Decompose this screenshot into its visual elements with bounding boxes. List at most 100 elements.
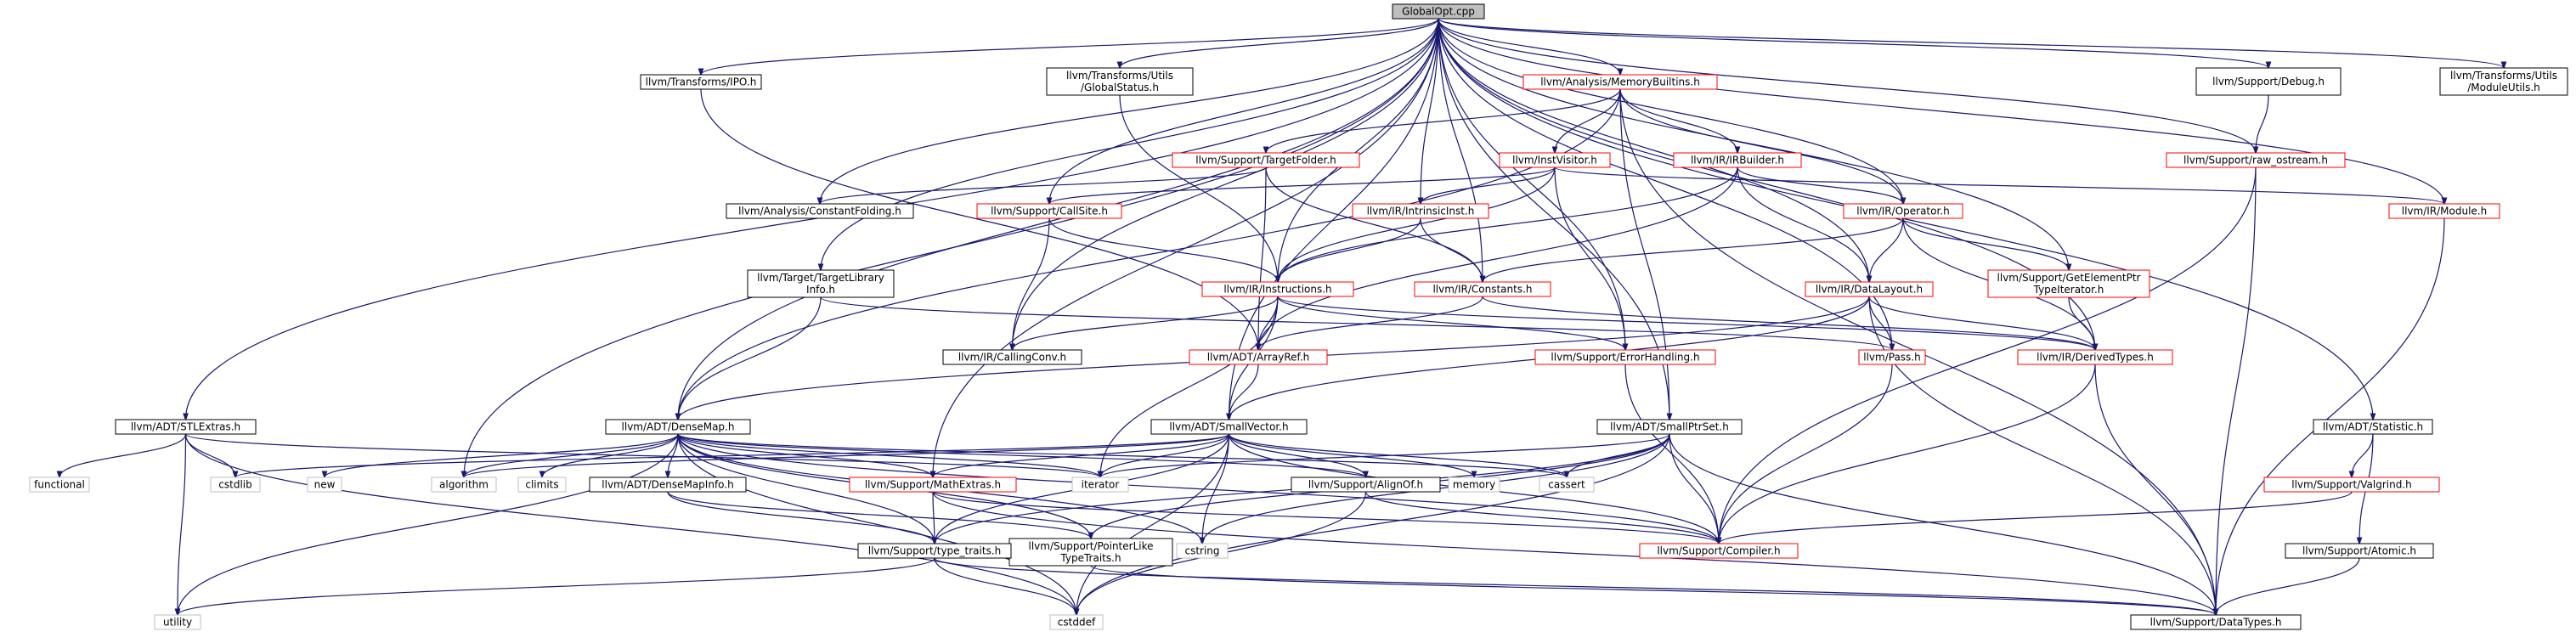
node-rawostream[interactable]: llvm/Support/raw_ostream.h bbox=[2166, 152, 2346, 168]
edge-getelementptr-to-derivedtypes bbox=[2068, 296, 2095, 350]
edges-layer bbox=[59, 18, 2504, 615]
edge-root-to-algorithm bbox=[464, 18, 1439, 477]
node-callingconv[interactable]: llvm/IR/CallingConv.h bbox=[942, 349, 1082, 365]
edge-instvisitor-to-instructions bbox=[1278, 166, 1556, 282]
node-label-module: llvm/IR/Module.h bbox=[2402, 206, 2487, 217]
node-box-moduleutils bbox=[2439, 67, 2568, 96]
edge-root-to-callingconv bbox=[1013, 18, 1439, 350]
node-box-iterator bbox=[1071, 477, 1129, 493]
node-constantfolding[interactable]: llvm/Analysis/ConstantFolding.h bbox=[726, 203, 914, 219]
node-arrayref[interactable]: llvm/ADT/ArrayRef.h bbox=[1189, 349, 1328, 365]
edge-densemap-to-new bbox=[325, 433, 679, 477]
edge-stlextras-to-cstdlib bbox=[184, 433, 236, 477]
edge-densemap-to-mathextras bbox=[677, 433, 933, 477]
node-datatypes[interactable]: llvm/Support/DataTypes.h bbox=[2130, 614, 2302, 630]
edge-root-to-constants bbox=[1438, 18, 1483, 282]
node-statistic[interactable]: llvm/ADT/Statistic.h bbox=[2313, 419, 2433, 435]
node-pass[interactable]: llvm/Pass.h bbox=[1858, 349, 1926, 365]
node-label-callsite: llvm/Support/CallSite.h bbox=[991, 206, 1108, 217]
node-globalstatus[interactable]: llvm/Transforms/Utils/GlobalStatus.h bbox=[1046, 67, 1194, 96]
node-instvisitor[interactable]: llvm/InstVisitor.h bbox=[1499, 152, 1611, 168]
edge-root-to-stlextras bbox=[186, 18, 1439, 420]
edge-globalstatus-to-instructions bbox=[1119, 94, 1278, 282]
edge-root-to-callsite bbox=[1049, 18, 1439, 204]
node-box-cassert bbox=[1539, 477, 1595, 493]
node-box-smallvector bbox=[1150, 419, 1308, 435]
node-intrinsicinst[interactable]: llvm/IR/IntrinsicInst.h bbox=[1352, 203, 1489, 219]
edge-densemap-to-iterator bbox=[677, 433, 1100, 477]
node-box-functional bbox=[29, 477, 90, 493]
node-box-mathextras bbox=[849, 477, 1017, 493]
edge-smallvector-to-cstddef bbox=[1076, 433, 1230, 615]
node-label-derivedtypes: llvm/IR/DerivedTypes.h bbox=[2037, 352, 2154, 364]
node-label-functional: functional bbox=[34, 479, 85, 491]
node-smallptrset[interactable]: llvm/ADT/SmallPtrSet.h bbox=[1596, 419, 1743, 435]
node-label-alignof: llvm/Support/AlignOf.h bbox=[1308, 479, 1423, 491]
edge-derivedtypes-to-compiler bbox=[1719, 364, 2096, 544]
edge-constants-to-derivedtypes bbox=[1482, 296, 2095, 350]
node-derivedtypes[interactable]: llvm/IR/DerivedTypes.h bbox=[2017, 349, 2173, 365]
edge-root-to-operator bbox=[1438, 18, 1903, 204]
node-densemapinfo[interactable]: llvm/ADT/DenseMapInfo.h bbox=[589, 477, 747, 493]
node-label-getelementptr-line-2: TypeIterator.h bbox=[2033, 284, 2104, 296]
edge-root-to-targetlibraryinfo bbox=[821, 18, 1439, 270]
edge-targetfolder-to-constants bbox=[1265, 166, 1483, 282]
node-typetraits[interactable]: llvm/Support/type_traits.h bbox=[857, 543, 1012, 559]
node-label-rawostream: llvm/Support/raw_ostream.h bbox=[2183, 155, 2328, 166]
node-mathextras[interactable]: llvm/Support/MathExtras.h bbox=[849, 477, 1017, 493]
node-densemap[interactable]: llvm/ADT/DenseMap.h bbox=[605, 419, 751, 435]
node-alignof[interactable]: llvm/Support/AlignOf.h bbox=[1291, 477, 1441, 493]
edge-irbuilder-to-operator bbox=[1737, 166, 1903, 204]
edge-stlextras-to-cstddef bbox=[184, 433, 1077, 615]
node-box-cstddef bbox=[1049, 614, 1104, 630]
node-stlextras[interactable]: llvm/ADT/STLExtras.h bbox=[115, 419, 257, 435]
node-memorybuiltins[interactable]: llvm/Analysis/MemoryBuiltins.h bbox=[1522, 74, 1718, 90]
node-label-climits: climits bbox=[525, 479, 558, 491]
node-label-operator: llvm/IR/Operator.h bbox=[1856, 206, 1949, 217]
edge-targetlibraryinfo-to-densemap bbox=[678, 296, 822, 420]
node-callsite[interactable]: llvm/Support/CallSite.h bbox=[976, 203, 1122, 219]
node-box-globalstatus bbox=[1046, 67, 1194, 96]
edge-operator-to-constants bbox=[1483, 217, 1904, 282]
node-instructions[interactable]: llvm/IR/Instructions.h bbox=[1201, 281, 1354, 297]
edge-memorybuiltins-to-targetfolder bbox=[1266, 88, 1621, 153]
node-label-cstddef: cstddef bbox=[1058, 617, 1096, 629]
edge-root-to-densemap bbox=[678, 18, 1439, 420]
node-smallvector[interactable]: llvm/ADT/SmallVector.h bbox=[1150, 419, 1308, 435]
node-atomic[interactable]: llvm/Support/Atomic.h bbox=[2285, 543, 2434, 559]
node-module[interactable]: llvm/IR/Module.h bbox=[2388, 203, 2500, 219]
node-label-typetraits: llvm/Support/type_traits.h bbox=[868, 545, 1002, 557]
edge-irbuilder-to-arrayref bbox=[1258, 166, 1738, 350]
node-root: GlobalOpt.cpp bbox=[1392, 3, 1485, 20]
node-label-instvisitor: llvm/InstVisitor.h bbox=[1512, 155, 1597, 166]
node-label-pointerlike-line-1: llvm/Support/PointerLike bbox=[1028, 540, 1153, 552]
node-operator[interactable]: llvm/IR/Operator.h bbox=[1843, 203, 1963, 219]
edge-statistic-to-valgrind bbox=[2352, 433, 2374, 477]
edge-debug-to-rawostream bbox=[2256, 94, 2269, 153]
node-errorhandling[interactable]: llvm/Support/ErrorHandling.h bbox=[1534, 349, 1716, 365]
edge-root-to-ipo bbox=[701, 18, 1439, 75]
node-cstring: cstring bbox=[1176, 543, 1229, 559]
node-box-rawostream bbox=[2166, 152, 2346, 168]
node-iterator: iterator bbox=[1071, 477, 1129, 493]
edge-smallvector-to-memory bbox=[1228, 433, 1475, 477]
node-debug[interactable]: llvm/Support/Debug.h bbox=[2195, 67, 2342, 96]
node-ipo[interactable]: llvm/Transforms/IPO.h bbox=[640, 74, 762, 90]
node-label-callingconv: llvm/IR/CallingConv.h bbox=[958, 352, 1066, 364]
node-valgrind[interactable]: llvm/Support/Valgrind.h bbox=[2263, 477, 2440, 493]
edge-smallvector-to-alignof bbox=[1228, 433, 1366, 477]
node-moduleutils[interactable]: llvm/Transforms/Utils/ModuleUtils.h bbox=[2439, 67, 2568, 96]
node-targetfolder[interactable]: llvm/Support/TargetFolder.h bbox=[1172, 152, 1360, 168]
node-box-atomic bbox=[2285, 543, 2434, 559]
edge-smallvector-to-cstdlib bbox=[235, 433, 1230, 477]
edge-atomic-to-datatypes bbox=[2216, 557, 2360, 615]
node-irbuilder[interactable]: llvm/IR/IRBuilder.h bbox=[1673, 152, 1802, 168]
node-datalayout[interactable]: llvm/IR/DataLayout.h bbox=[1805, 281, 1934, 297]
node-constants[interactable]: llvm/IR/Constants.h bbox=[1414, 281, 1551, 297]
node-compiler[interactable]: llvm/Support/Compiler.h bbox=[1639, 543, 1799, 559]
node-box-compiler bbox=[1639, 543, 1799, 559]
